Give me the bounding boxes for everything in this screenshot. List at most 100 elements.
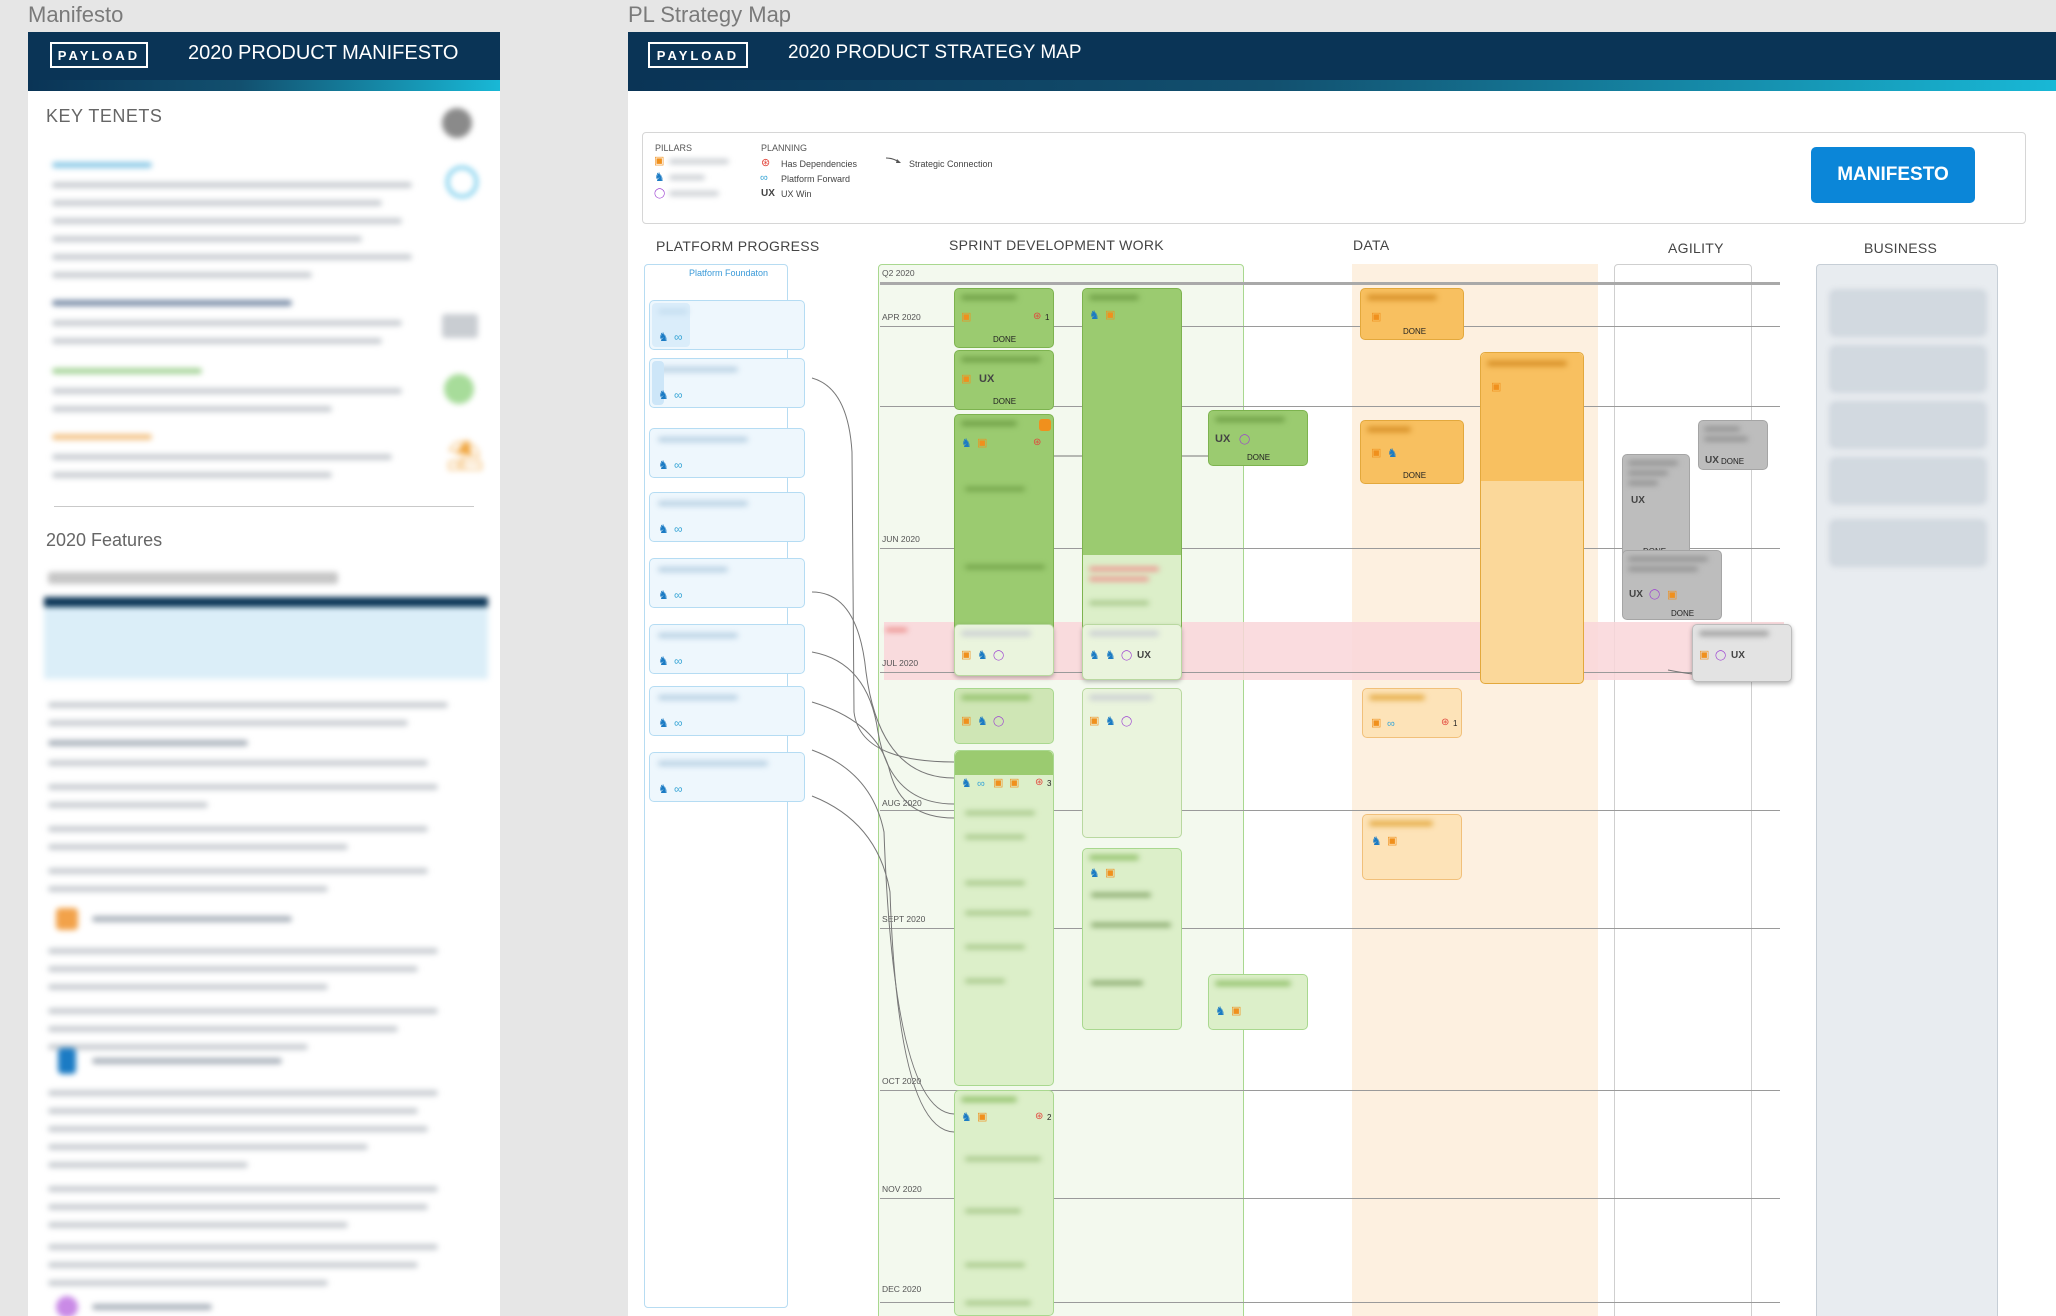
ux-icon: UX xyxy=(1215,433,1231,445)
platform-card[interactable]: ♞ ∞ xyxy=(649,300,805,350)
data-card[interactable]: ▣ DONE xyxy=(1360,288,1464,340)
shield-icon: ♞ xyxy=(1371,834,1382,848)
card-title-blurred xyxy=(1089,695,1153,700)
agility-card[interactable]: UX DONE xyxy=(1622,454,1690,560)
strategy-frame-title[interactable]: PL Strategy Map xyxy=(628,2,792,27)
business-card[interactable] xyxy=(1830,346,1986,392)
card-title-blurred xyxy=(961,1097,1017,1102)
card-text-blurred xyxy=(965,911,1031,915)
sprint-card[interactable]: ▣ ♞ ◯ xyxy=(1082,688,1182,838)
manifesto-button[interactable]: MANIFESTO xyxy=(1811,147,1975,203)
data-card[interactable]: ♞ ▣ xyxy=(1362,814,1462,880)
shield-icon: ♞ xyxy=(1387,446,1398,460)
card-title-blurred xyxy=(1215,981,1291,986)
ux-icon: UX xyxy=(761,188,775,199)
sprint-card[interactable]: ♞ ▣ xyxy=(1082,288,1182,652)
shield-icon: ♞ xyxy=(961,1110,972,1124)
card-text-blurred xyxy=(965,1209,1021,1213)
shield-icon: ♞ xyxy=(1089,648,1100,662)
manifesto-frame-title[interactable]: Manifesto xyxy=(28,2,124,27)
sprint-card[interactable]: ♞ ∞ ▣ ▣ ⊛ 3 xyxy=(954,750,1054,1086)
card-title-blurred xyxy=(658,501,748,506)
agility-column-header: AGILITY xyxy=(1668,240,1724,256)
card-title-blurred xyxy=(1628,557,1708,561)
card-title-blurred xyxy=(1628,471,1668,475)
bag-icon: ▣ xyxy=(1105,309,1116,321)
sprint-card[interactable]: UX ◯ DONE xyxy=(1208,410,1308,466)
business-card[interactable] xyxy=(1830,290,1986,336)
status-done: DONE xyxy=(1247,453,1271,462)
business-card[interactable] xyxy=(1830,402,1986,448)
bag-icon: ▣ xyxy=(977,1111,988,1123)
card-title-blurred xyxy=(961,295,1017,300)
platform-card[interactable]: ♞ ∞ xyxy=(649,686,805,736)
shield-icon: ♞ xyxy=(1089,866,1100,880)
shield-icon: ♞ xyxy=(658,330,669,344)
card-text-blurred xyxy=(965,945,1025,949)
card-header xyxy=(955,751,1053,775)
strategy-header: PAYLOAD 2020 PRODUCT STRATEGY MAP xyxy=(628,32,2056,80)
card-text-blurred xyxy=(965,881,1025,885)
month-line-nov xyxy=(880,1198,1780,1199)
platform-foundation-label: Platform Foundaton xyxy=(689,268,769,278)
card-title-blurred xyxy=(1628,567,1698,571)
shield-icon: ♞ xyxy=(961,436,972,450)
card-title-blurred xyxy=(1367,295,1437,300)
business-card[interactable] xyxy=(1830,458,1986,504)
bag-icon: ▣ xyxy=(1371,447,1382,459)
legend-pillar-label-blurred xyxy=(669,175,705,180)
legend-pillar-label-blurred xyxy=(669,159,729,164)
blocks-icon xyxy=(442,314,478,338)
card-title-blurred xyxy=(1704,427,1740,431)
header-stripe xyxy=(28,80,500,91)
platform-card[interactable]: ♞ ∞ xyxy=(649,558,805,608)
data-card[interactable]: ▣ ∞ ⊛ 1 xyxy=(1362,688,1462,738)
page-title: 2020 PRODUCT MANIFESTO xyxy=(188,42,459,64)
platform-card[interactable]: ♞ ∞ xyxy=(649,752,805,802)
platform-card[interactable]: ♞ ∞ xyxy=(649,492,805,542)
timer-icon: ◯ xyxy=(993,650,1005,661)
sprint-card[interactable]: ▣ UX DONE xyxy=(954,350,1054,410)
link-icon: ∞ xyxy=(760,172,768,184)
agility-card[interactable]: UX ◯ ▣ DONE xyxy=(1622,550,1722,620)
sprint-card[interactable]: ▣ ♞ ◯ xyxy=(954,624,1054,676)
timer-icon: ◯ xyxy=(1239,434,1251,445)
timer-icon: ◯ xyxy=(1121,716,1133,727)
card-title-blurred xyxy=(658,633,738,638)
avatar[interactable] xyxy=(442,108,472,138)
business-card[interactable] xyxy=(1830,520,1986,566)
card-text-blurred xyxy=(965,1157,1041,1161)
shield-icon: ♞ xyxy=(658,458,669,472)
platform-card[interactable]: ♞ ∞ xyxy=(649,428,805,478)
shield-icon: ♞ xyxy=(658,654,669,668)
data-card[interactable]: ▣ ♞ DONE xyxy=(1360,420,1464,484)
sprint-card[interactable]: ▣ ♞ ◯ xyxy=(954,688,1054,744)
card-title-blurred xyxy=(1089,631,1159,636)
page-title: 2020 PRODUCT STRATEGY MAP xyxy=(788,42,1082,63)
sprint-card[interactable]: ♞ ♞ ◯ UX xyxy=(1082,624,1182,680)
data-card[interactable]: ▣ xyxy=(1480,352,1584,684)
bag-icon: ▣ xyxy=(1009,777,1020,789)
sprint-card[interactable]: ♞ ▣ ⊛ DONE xyxy=(954,414,1054,654)
divider xyxy=(54,506,474,507)
card-text-blurred xyxy=(965,565,1045,569)
platform-card[interactable]: ♞ ∞ xyxy=(649,358,805,408)
link-icon: ∞ xyxy=(674,716,683,730)
platform-card[interactable]: ♞ ∞ xyxy=(649,624,805,674)
bag-icon: ▣ xyxy=(977,437,988,449)
agility-card[interactable]: ▣ ◯ UX xyxy=(1692,624,1792,682)
shield-icon: ♞ xyxy=(977,648,988,662)
sprint-card[interactable]: ♞ ▣ xyxy=(1208,974,1308,1030)
sprint-card[interactable]: ♞ ▣ ⊛ 2 xyxy=(954,1090,1054,1316)
shield-icon: ♞ xyxy=(1215,1004,1226,1018)
link-icon: ∞ xyxy=(1387,718,1395,730)
month-line-dec xyxy=(880,1302,1780,1303)
dependency-icon: ⊛ xyxy=(1441,717,1450,728)
status-done: DONE xyxy=(1403,327,1427,336)
month-label-jun: JUN 2020 xyxy=(882,534,920,544)
agility-card[interactable]: UX DONE xyxy=(1698,420,1768,470)
platform-column-header: PLATFORM PROGRESS xyxy=(656,238,820,254)
sprint-card[interactable]: ▣ ⊛ 1 DONE xyxy=(954,288,1054,348)
shield-icon: ♞ xyxy=(658,782,669,796)
sprint-card[interactable]: ♞ ▣ xyxy=(1082,848,1182,1030)
